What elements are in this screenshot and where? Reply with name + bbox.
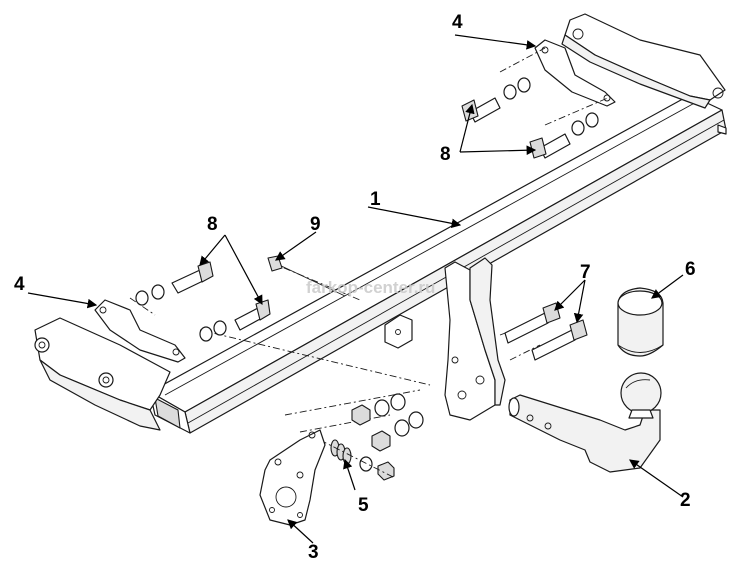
center-square-plate [384, 314, 413, 349]
callout-2: 2 [680, 490, 691, 511]
callout-numbers: 1 2 3 4 4 5 6 7 8 8 9 [14, 12, 696, 563]
callout-9: 9 [310, 214, 321, 235]
callout-8-top: 8 [440, 144, 451, 165]
callout-6: 6 [685, 259, 696, 280]
center-bracket [444, 257, 506, 421]
ball-neck [508, 394, 661, 473]
ball-cover [617, 287, 664, 357]
tow-ball [620, 372, 662, 419]
callout-1: 1 [370, 189, 381, 210]
callout-3: 3 [308, 542, 319, 563]
right-side-bracket [561, 13, 727, 135]
callout-5: 5 [358, 495, 369, 516]
left-side-bracket [34, 317, 171, 431]
callout-leaders [27, 34, 684, 544]
watermark-text: farkop-center.ru [306, 278, 435, 297]
socket-plate [259, 429, 326, 526]
nuts-and-washers [351, 393, 424, 452]
left-bolts [135, 261, 271, 342]
callout-7: 7 [580, 262, 591, 283]
callout-4-left: 4 [14, 274, 25, 295]
left-spacer-plate [94, 299, 186, 363]
top-bolts [461, 77, 599, 159]
spring-washer-set [319, 439, 396, 481]
callout-4-top: 4 [452, 12, 463, 33]
ball-mount-bolts [504, 302, 588, 361]
callout-8-left: 8 [207, 214, 218, 235]
